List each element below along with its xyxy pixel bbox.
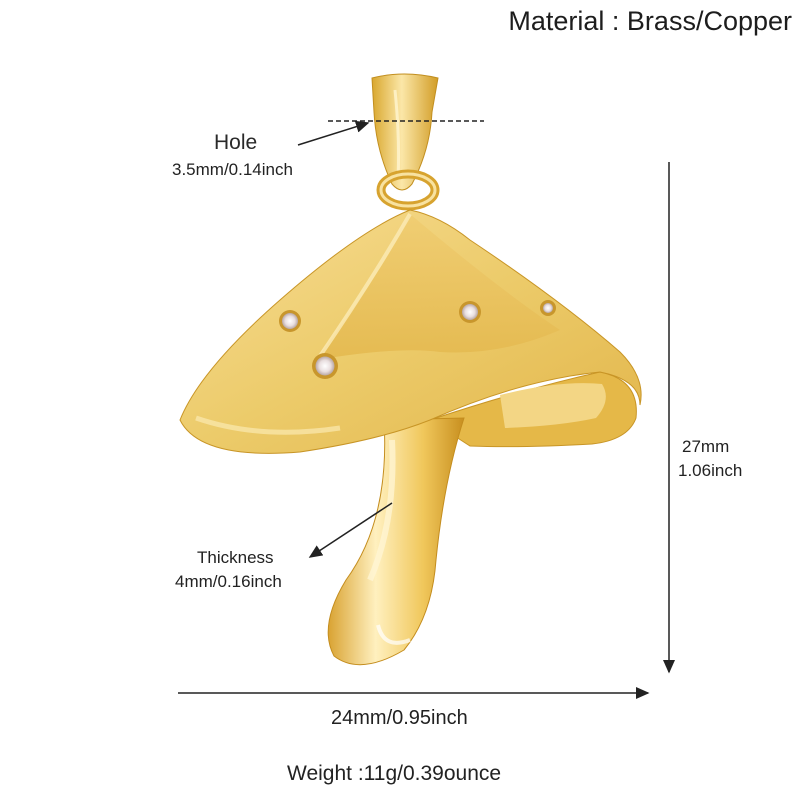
mushroom-cap bbox=[179, 209, 642, 454]
material-label: Material : Brass/Copper bbox=[508, 6, 792, 36]
bail bbox=[371, 73, 439, 191]
hole-title: Hole bbox=[214, 131, 258, 154]
thickness-title: Thickness bbox=[197, 548, 274, 567]
gem-stones bbox=[279, 300, 556, 379]
hole-size: 3.5mm/0.14inch bbox=[172, 160, 293, 179]
thickness-size: 4mm/0.16inch bbox=[175, 572, 282, 591]
width-label: 24mm/0.95inch bbox=[331, 707, 468, 729]
height-inch: 1.06inch bbox=[678, 461, 743, 480]
stem bbox=[327, 417, 465, 666]
hole-arrow bbox=[297, 120, 370, 146]
weight-label: Weight :11g/0.39ounce bbox=[287, 762, 502, 785]
thickness-arrow bbox=[308, 502, 393, 558]
height-mm: 27mm bbox=[682, 437, 730, 456]
